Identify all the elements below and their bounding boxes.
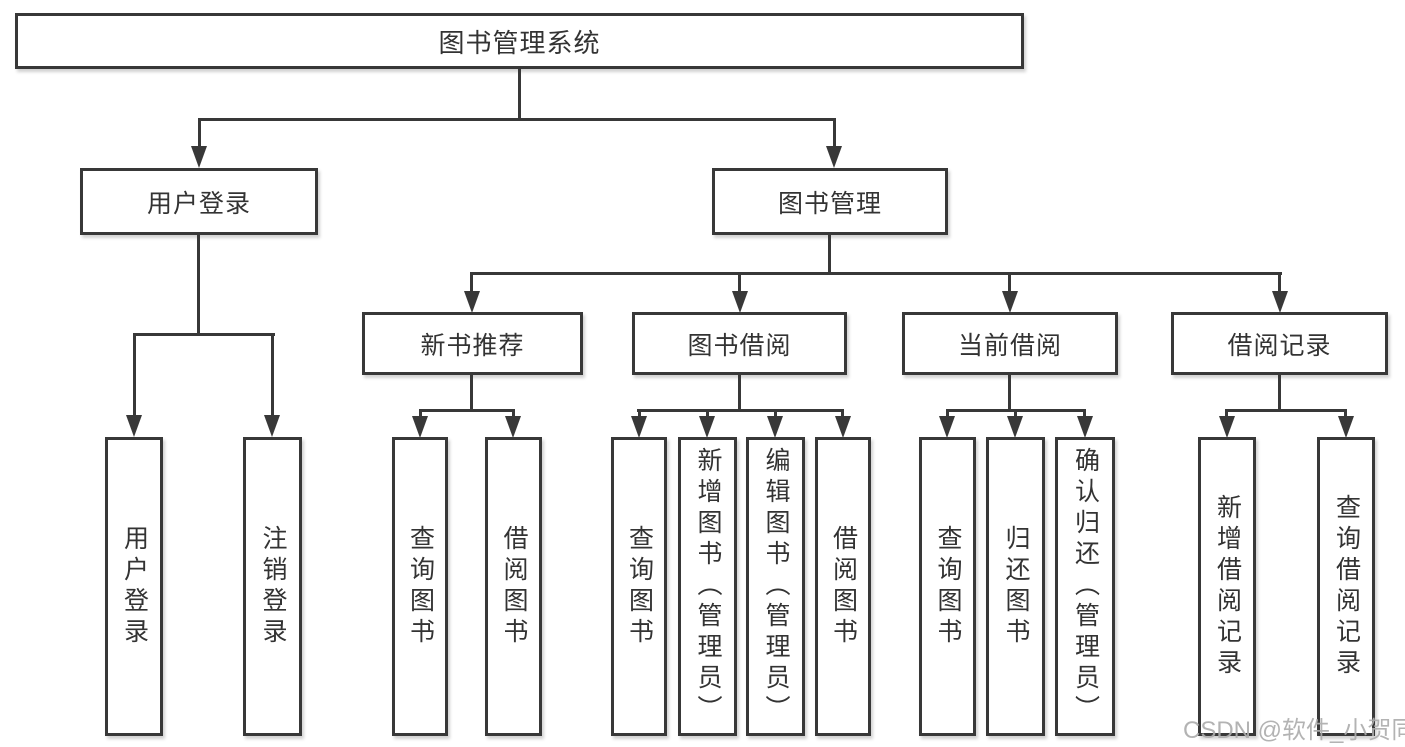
arrowhead-down-icon	[191, 146, 207, 168]
connector-userlogin-stub	[197, 234, 200, 335]
connector-groupB-stub	[738, 374, 741, 411]
leaf-label: 新增借阅记录	[1213, 493, 1242, 680]
arrowhead-down-icon	[826, 146, 842, 168]
leaf-label: 编辑图书（管理员）	[762, 447, 790, 726]
node-user-login: 用户登录	[80, 168, 318, 235]
leaf-query-books-borrowing: 查询图书	[611, 437, 667, 736]
arrowhead-down-icon	[126, 415, 142, 437]
csdn-watermark: CSDN @软件_小贺同学	[1183, 717, 1405, 744]
connector-shaft	[133, 333, 136, 418]
leaf-query-books-current: 查询图书	[919, 437, 976, 736]
connector-shaft	[946, 409, 949, 417]
connector-groupA-horizontal	[419, 409, 515, 412]
leaf-confirm-return-admin: 确认归还（管理员）	[1055, 437, 1115, 736]
arrowhead-down-icon	[1077, 416, 1093, 438]
leaf-user-login: 用户登录	[105, 437, 163, 736]
arrowhead-down-icon	[835, 416, 851, 438]
connector-shaft	[1008, 272, 1011, 292]
connector-shaft	[833, 118, 836, 148]
node-book-management: 图书管理	[712, 168, 948, 235]
connector-shaft	[638, 409, 641, 417]
leaf-label: 借阅图书	[829, 524, 858, 649]
connector-shaft	[1083, 409, 1086, 417]
leaf-label: 用户登录	[120, 524, 149, 649]
connector-shaft	[198, 118, 201, 148]
arrowhead-down-icon	[505, 416, 521, 438]
node-library-management-system: 图书管理系统	[15, 13, 1024, 69]
node-label: 借阅记录	[1227, 331, 1332, 360]
leaf-label: 注销登录	[259, 524, 287, 649]
arrowhead-down-icon	[732, 291, 748, 313]
node-label: 当前借阅	[957, 331, 1062, 360]
arrowhead-down-icon	[1007, 416, 1023, 438]
connector-shaft	[1278, 272, 1281, 292]
connector-shaft	[419, 409, 422, 417]
node-book-borrowing: 图书借阅	[632, 312, 847, 375]
leaf-add-borrow-record: 新增借阅记录	[1198, 437, 1256, 736]
connector-shaft	[738, 272, 741, 292]
leaf-label: 确认归还（管理员）	[1071, 447, 1100, 726]
arrowhead-down-icon	[412, 416, 428, 438]
connector-groupB-horizontal	[637, 409, 844, 412]
leaf-label: 查询图书	[406, 524, 435, 649]
arrowhead-down-icon	[699, 416, 715, 438]
connector-groupD-horizontal	[1226, 409, 1347, 412]
connector-shaft	[1225, 409, 1228, 417]
arrowhead-down-icon	[264, 415, 280, 437]
leaf-edit-books-admin: 编辑图书（管理员）	[746, 437, 805, 736]
leaf-borrow-books-recommend: 借阅图书	[485, 437, 542, 736]
leaf-label: 查询图书	[934, 524, 962, 649]
connector-userlogin-horizontal	[133, 333, 275, 336]
connector-bookmgmt-stub	[828, 234, 831, 274]
arrowhead-down-icon	[464, 291, 480, 313]
arrowhead-down-icon	[939, 416, 955, 438]
arrowhead-down-icon	[1219, 416, 1235, 438]
connector-shaft	[774, 409, 777, 417]
arrowhead-down-icon	[767, 416, 783, 438]
leaf-label: 查询图书	[625, 524, 654, 649]
node-label: 用户登录	[146, 189, 251, 218]
leaf-borrow-books: 借阅图书	[815, 437, 871, 736]
connector-shaft	[470, 272, 473, 292]
arrowhead-down-icon	[1272, 291, 1288, 313]
connector-groupD-stub	[1278, 374, 1281, 411]
leaf-label: 归还图书	[1002, 524, 1030, 649]
arrowhead-down-icon	[1338, 416, 1354, 438]
connector-groupC-stub	[1008, 374, 1011, 411]
node-new-book-recommend: 新书推荐	[362, 312, 583, 375]
node-label: 新书推荐	[420, 331, 525, 360]
connector-shaft	[706, 409, 709, 417]
connector-groupA-stub	[470, 374, 473, 411]
leaf-label: 查询借阅记录	[1332, 493, 1361, 680]
node-label: 图书管理系统	[438, 27, 601, 58]
leaf-label: 新增图书（管理员）	[694, 447, 722, 726]
node-current-borrowing: 当前借阅	[902, 312, 1118, 375]
leaf-return-books: 归还图书	[986, 437, 1045, 736]
leaf-query-books-recommend: 查询图书	[392, 437, 448, 736]
node-borrow-records: 借阅记录	[1171, 312, 1388, 375]
connector-shaft	[1014, 409, 1017, 417]
connector-shaft	[841, 409, 844, 417]
leaf-label: 借阅图书	[500, 524, 528, 649]
leaf-logout: 注销登录	[243, 437, 302, 736]
leaf-add-books-admin: 新增图书（管理员）	[678, 437, 737, 736]
leaf-query-borrow-record: 查询借阅记录	[1317, 437, 1375, 736]
connector-shaft	[512, 409, 515, 417]
connector-shaft	[271, 333, 274, 418]
connector-shaft	[1344, 409, 1347, 417]
node-label: 图书借阅	[687, 331, 792, 360]
connector-level2-horizontal	[198, 118, 836, 121]
connector-level3-horizontal	[470, 272, 1282, 275]
arrowhead-down-icon	[1002, 291, 1018, 313]
connector-root-stub	[518, 69, 521, 120]
node-label: 图书管理	[777, 189, 882, 218]
arrowhead-down-icon	[631, 416, 647, 438]
